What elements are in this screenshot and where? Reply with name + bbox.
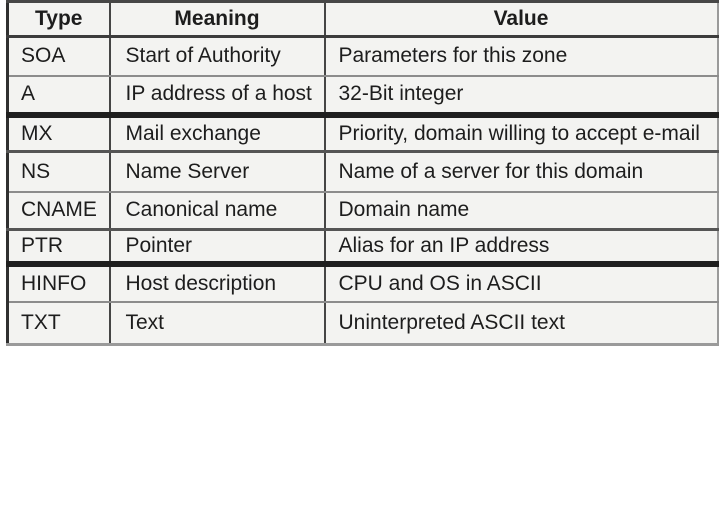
table-row-a: A IP address of a host 32-Bit integer: [7, 75, 718, 118]
table-row-cname: CNAME Canonical name Domain name: [7, 191, 718, 231]
cell-value: Domain name: [324, 191, 718, 231]
cell-value: CPU and OS in ASCII: [324, 263, 718, 303]
cell-type: SOA: [7, 36, 111, 77]
cell-meaning: Pointer: [109, 229, 326, 267]
cell-type: HINFO: [7, 263, 111, 303]
cell-value: Uninterpreted ASCII text: [324, 301, 718, 346]
cell-meaning: Start of Authority: [109, 36, 326, 77]
table-row-ns: NS Name Server Name of a server for this…: [7, 151, 718, 193]
cell-meaning: Name Server: [109, 151, 326, 193]
table-row-mx: MX Mail exchange Priority, domain willin…: [7, 114, 718, 153]
table-row-ptr: PTR Pointer Alias for an IP address: [7, 229, 718, 267]
cell-meaning: Host description: [109, 263, 326, 303]
cell-type: TXT: [7, 301, 111, 346]
header-cell-value: Value: [324, 1, 718, 38]
header-cell-meaning: Meaning: [109, 1, 326, 38]
cell-type: CNAME: [7, 191, 111, 231]
table-row-txt: TXT Text Uninterpreted ASCII text: [7, 301, 718, 346]
cell-type: MX: [7, 114, 111, 153]
cell-meaning: Mail exchange: [109, 114, 326, 153]
dns-record-types-table: Type Meaning Value SOA Start of Authorit…: [6, 0, 719, 346]
cell-meaning: IP address of a host: [109, 75, 326, 118]
cell-meaning: Text: [109, 301, 326, 346]
cell-meaning: Canonical name: [109, 191, 326, 231]
cell-type: NS: [7, 151, 111, 193]
cell-value: Name of a server for this domain: [324, 151, 718, 193]
table-row-hinfo: HINFO Host description CPU and OS in ASC…: [7, 263, 718, 303]
cell-value: Priority, domain willing to accept e-mai…: [324, 114, 718, 153]
table-header-row: Type Meaning Value: [7, 1, 718, 38]
cell-value: Alias for an IP address: [324, 229, 718, 267]
cell-value: Parameters for this zone: [324, 36, 718, 77]
cell-value: 32-Bit integer: [324, 75, 718, 118]
cell-type: A: [7, 75, 111, 118]
header-cell-type: Type: [7, 1, 111, 38]
cell-type: PTR: [7, 229, 111, 267]
table-row-soa: SOA Start of Authority Parameters for th…: [7, 36, 718, 77]
